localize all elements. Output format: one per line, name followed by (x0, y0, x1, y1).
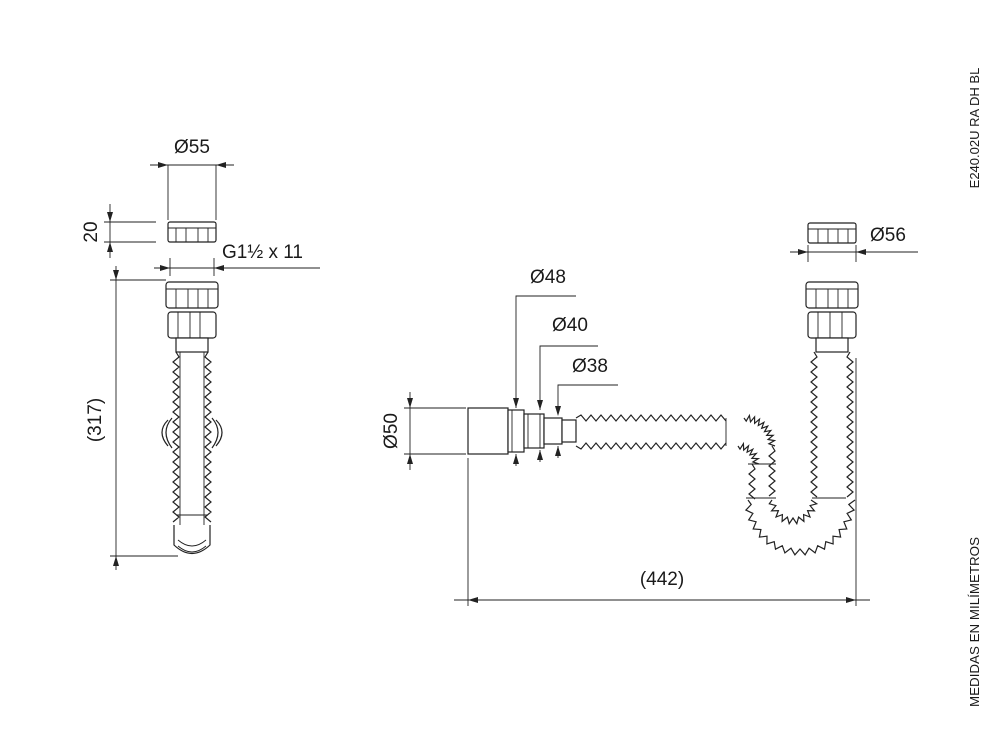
left-thread-label: G1½ x 11 (222, 242, 303, 263)
right-length-label: (442) (640, 569, 684, 590)
left-top-nut (167, 221, 217, 243)
left-diameter-top-label: Ø55 (174, 137, 210, 158)
right-diameter-40-label: Ø40 (552, 315, 588, 336)
left-view: Ø55 20 G1½ x 11 (317) (81, 137, 320, 570)
units-note: MEDIDAS EN MILÍMETROS (967, 537, 982, 707)
left-trap-bulge (161, 417, 223, 449)
left-dim-diameter-top: Ø55 (150, 137, 234, 220)
right-outlet-sleeves (467, 407, 577, 455)
right-diameter-inlet-label: Ø56 (870, 225, 906, 246)
right-dim-sleeve-diameters: Ø48 Ø40 Ø38 (513, 267, 618, 466)
right-dim-diameter-inlet: Ø56 (790, 225, 918, 262)
right-view: Ø56 Ø48 Ø40 Ø38 Ø50 (381, 222, 918, 606)
right-coupling (805, 281, 859, 353)
left-dim-thread: G1½ x 11 (154, 242, 320, 276)
right-diameter-48-label: Ø48 (530, 267, 566, 288)
left-length-label: (317) (85, 398, 106, 442)
left-nut-height-label: 20 (81, 221, 102, 242)
right-hose (575, 351, 856, 556)
right-dim-diameter-outlet: Ø50 (381, 392, 466, 470)
right-diameter-outlet-label: Ø50 (381, 413, 402, 449)
left-dim-length: (317) (85, 266, 178, 570)
left-hose (172, 351, 212, 555)
left-coupling (165, 281, 219, 353)
right-top-nut (807, 222, 857, 244)
left-dim-nut-height: 20 (81, 204, 156, 258)
right-dim-length: (442) (454, 358, 870, 606)
model-code: E240.02U RA DH BL (967, 68, 982, 189)
right-diameter-38-label: Ø38 (572, 356, 608, 377)
